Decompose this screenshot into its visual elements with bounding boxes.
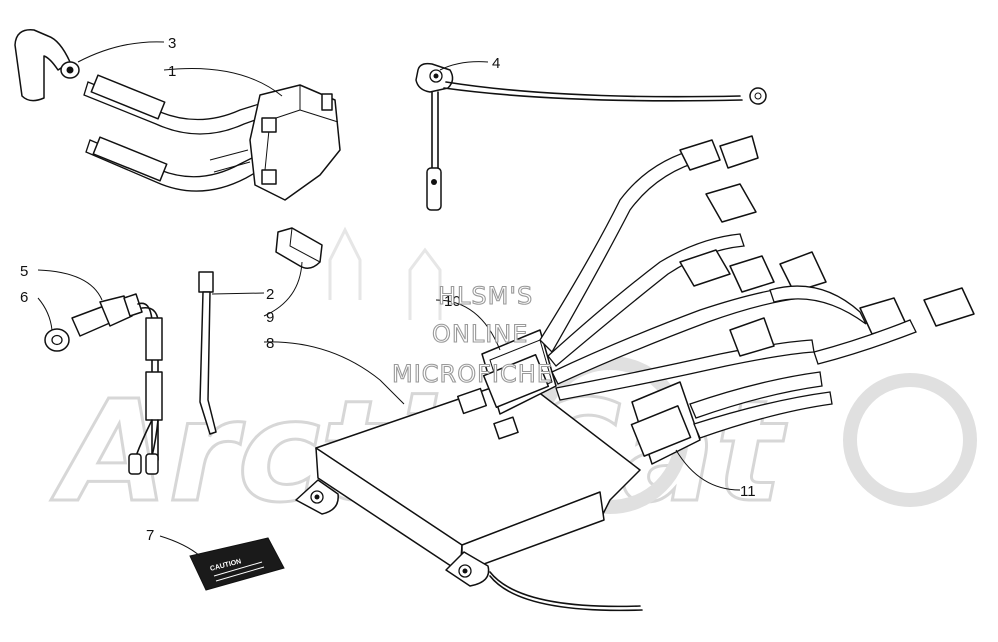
callout-leader-lines <box>37 41 741 557</box>
callout-11: 11 <box>740 483 756 500</box>
callout-1: 1 <box>168 63 176 80</box>
callout-10: 10 <box>444 293 461 310</box>
sensor-with-ring-terminal <box>415 62 767 211</box>
callout-9: 9 <box>266 309 274 326</box>
watermark-line-2: ONLINE <box>432 320 528 348</box>
microfiche-watermark: HLSM'S ONLINE MICROFICHE <box>391 281 553 388</box>
callout-4: 4 <box>492 55 500 72</box>
main-wiring-harness <box>481 135 975 415</box>
callout-6: 6 <box>20 289 28 306</box>
cable-tie <box>198 271 217 435</box>
control-module-box <box>295 377 643 612</box>
callout-2: 2 <box>266 286 274 303</box>
ignition-coil-assembly <box>14 29 341 201</box>
caution-decal: CAUTION <box>189 537 285 591</box>
watermark-line-3: MICROFICHE <box>392 360 553 388</box>
temperature-probe-assembly <box>44 293 163 475</box>
callout-3: 3 <box>168 35 176 52</box>
callout-numbers: 3 1 4 5 6 2 9 8 10 11 7 <box>20 35 756 544</box>
callout-5: 5 <box>20 263 28 280</box>
wire-clip <box>275 227 323 269</box>
watermark-line-1: HLSM'S <box>438 282 533 310</box>
callout-8: 8 <box>266 335 274 352</box>
callout-7: 7 <box>146 527 154 544</box>
secondary-connector <box>630 371 833 465</box>
